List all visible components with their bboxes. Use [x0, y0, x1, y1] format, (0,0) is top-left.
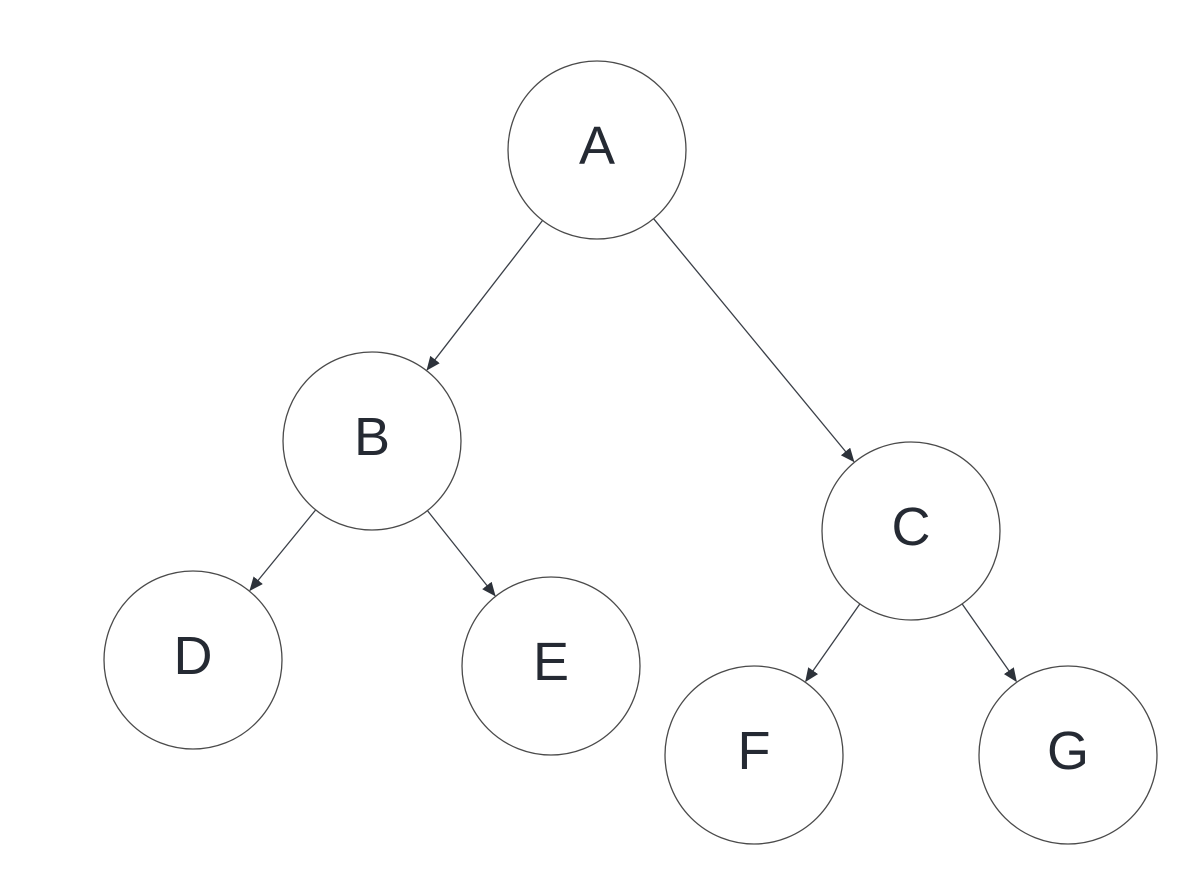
- edge-c-g: [961, 603, 1017, 683]
- node-circle-a: [507, 60, 687, 240]
- node-label-c: C: [892, 497, 931, 557]
- edge-c-f: [805, 603, 861, 683]
- node-b: B: [282, 351, 462, 531]
- node-g: G: [978, 665, 1158, 845]
- node-label-a: A: [579, 116, 615, 176]
- node-a: A: [507, 60, 687, 240]
- node-circle-f: [664, 665, 844, 845]
- node-label-d: D: [174, 626, 213, 686]
- edges: [249, 218, 1017, 683]
- edge-b-d: [249, 509, 317, 592]
- node-label-e: E: [533, 632, 569, 692]
- node-circle-g: [978, 665, 1158, 845]
- node-c: C: [821, 441, 1001, 621]
- node-label-f: F: [738, 721, 771, 781]
- node-e: E: [461, 576, 641, 756]
- nodes: A B C D E F G: [103, 60, 1158, 845]
- node-circle-d: [103, 570, 283, 750]
- node-d: D: [103, 570, 283, 750]
- edge-a-c: [653, 218, 855, 463]
- node-circle-c: [821, 441, 1001, 621]
- node-circle-e: [461, 576, 641, 756]
- node-label-b: B: [354, 407, 390, 467]
- node-label-g: G: [1047, 721, 1089, 781]
- node-circle-b: [282, 351, 462, 531]
- node-f: F: [664, 665, 844, 845]
- edge-b-e: [426, 510, 496, 597]
- edge-a-b: [426, 220, 544, 371]
